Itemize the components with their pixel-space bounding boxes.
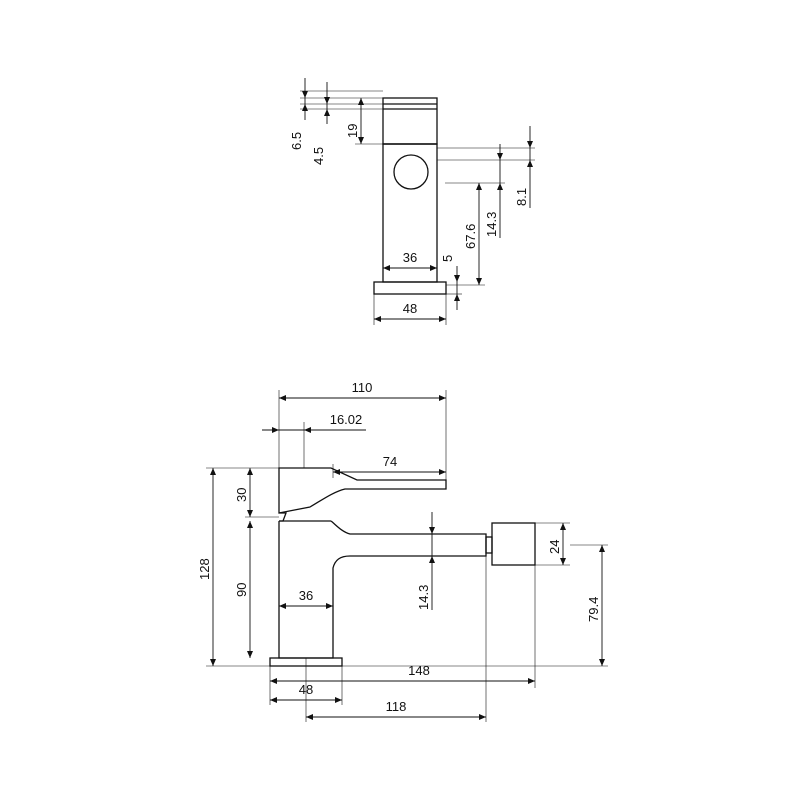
arrow xyxy=(527,160,533,167)
arrow xyxy=(333,469,340,475)
arrow xyxy=(454,275,460,282)
dim-label-19: 19 xyxy=(345,124,360,138)
arrow xyxy=(528,678,535,684)
dim-label-36: 36 xyxy=(403,250,417,265)
side-view-aerator xyxy=(491,522,536,566)
arrow xyxy=(430,265,437,271)
arrow xyxy=(439,395,446,401)
dim-label-4-5: 4.5 xyxy=(311,147,326,165)
arrow xyxy=(476,183,482,190)
side-view-body xyxy=(278,520,487,659)
front-view: 6.5 4.5 19 8.1 14.3 67.6 xyxy=(289,78,535,325)
side-view: 110 16.02 74 128 30 90 36 xyxy=(197,380,608,722)
arrow xyxy=(279,603,286,609)
arrow xyxy=(476,278,482,285)
dim-label-67-6: 67.6 xyxy=(463,224,478,249)
arrow xyxy=(374,316,381,322)
dim-label-8-1: 8.1 xyxy=(514,188,529,206)
dim-label-16-02: 16.02 xyxy=(330,412,363,427)
arrow xyxy=(304,427,311,433)
front-view-handle xyxy=(382,97,438,145)
front-view-base xyxy=(373,281,447,295)
arrow xyxy=(599,659,605,666)
arrow xyxy=(439,316,446,322)
arrow xyxy=(326,603,333,609)
dim-label-14-3: 14.3 xyxy=(484,212,499,237)
dim-label-36-side: 36 xyxy=(299,588,313,603)
dim-label-110: 110 xyxy=(352,380,373,395)
front-view-spout-outlet xyxy=(393,154,429,190)
dim-label-148: 148 xyxy=(408,663,430,678)
arrow xyxy=(324,109,330,116)
arrow xyxy=(210,468,216,475)
arrow xyxy=(497,153,503,160)
arrow xyxy=(302,91,308,98)
arrow xyxy=(497,183,503,190)
arrow xyxy=(560,523,566,530)
arrow xyxy=(335,697,342,703)
side-view-cap xyxy=(279,512,287,522)
arrow xyxy=(383,265,390,271)
arrow xyxy=(479,714,486,720)
arrow xyxy=(324,97,330,104)
dim-label-79-4: 79.4 xyxy=(586,597,601,622)
dim-label-48: 48 xyxy=(403,301,417,316)
side-view-handle xyxy=(278,467,447,514)
arrow xyxy=(599,545,605,552)
arrow xyxy=(270,697,277,703)
dim-label-74: 74 xyxy=(383,454,397,469)
arrow xyxy=(429,556,435,563)
arrow xyxy=(429,527,435,534)
arrow xyxy=(247,510,253,517)
dim-label-90: 90 xyxy=(234,583,249,597)
dim-label-5: 5 xyxy=(440,255,455,262)
arrow xyxy=(439,469,446,475)
side-view-aerator-ring xyxy=(485,536,493,554)
arrow xyxy=(306,714,313,720)
arrow xyxy=(454,294,460,301)
arrow xyxy=(527,141,533,148)
arrow xyxy=(279,395,286,401)
arrow xyxy=(358,137,364,144)
arrow xyxy=(247,651,253,658)
arrow xyxy=(247,521,253,528)
dim-label-128: 128 xyxy=(197,558,212,580)
arrow xyxy=(302,104,308,111)
dim-label-24: 24 xyxy=(547,540,562,554)
dim-label-30: 30 xyxy=(234,488,249,502)
dim-label-14-3-side: 14.3 xyxy=(416,585,431,610)
arrow xyxy=(560,558,566,565)
arrow xyxy=(247,468,253,475)
arrow xyxy=(358,98,364,105)
dim-label-118: 118 xyxy=(386,699,407,714)
dim-label-6-5: 6.5 xyxy=(289,132,304,150)
arrow xyxy=(272,427,279,433)
arrow xyxy=(210,659,216,666)
arrow xyxy=(270,678,277,684)
